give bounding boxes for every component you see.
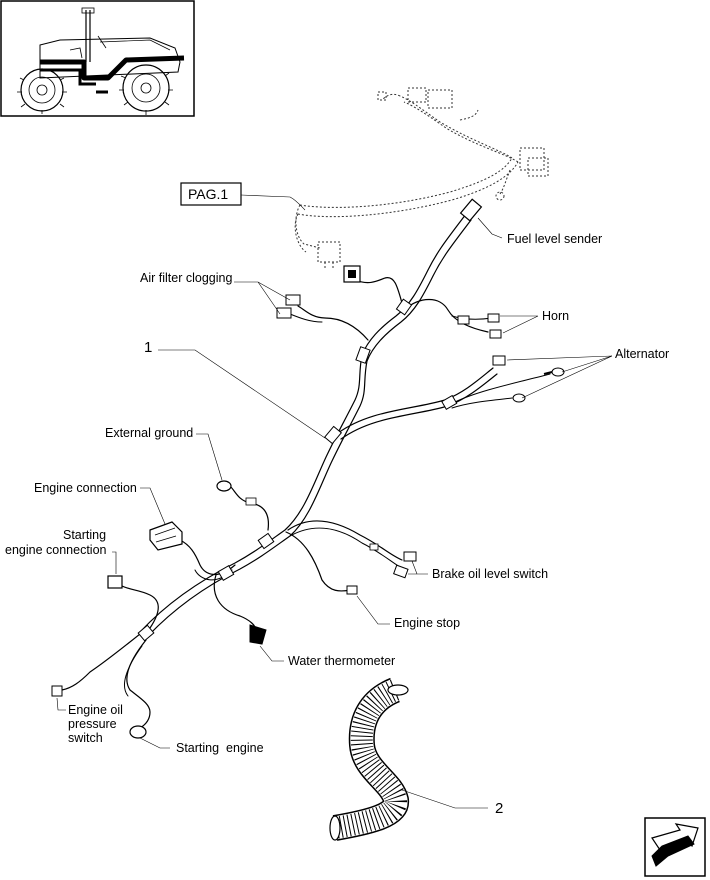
reference-harness-dashed xyxy=(294,87,549,268)
labels: PAG.1 Fuel level sender Air filter clogg… xyxy=(5,182,669,817)
label-air-filter-clogging: Air filter clogging xyxy=(140,271,232,285)
label-starting-engine-connection-1: Starting xyxy=(63,528,106,542)
main-wiring-harness xyxy=(51,198,565,739)
label-starting-engine-connection-2: engine connection xyxy=(5,543,107,557)
label-fuel-level-sender: Fuel level sender xyxy=(507,232,602,246)
label-engine-oil-pressure-switch-2: pressure xyxy=(68,717,117,731)
callout-2: 2 xyxy=(495,800,503,817)
label-engine-oil-pressure-switch-1: Engine oil xyxy=(68,703,123,717)
label-horn: Horn xyxy=(542,309,569,323)
page-ref-box xyxy=(180,182,242,206)
label-alternator: Alternator xyxy=(615,347,669,361)
label-brake-oil-level-switch: Brake oil level switch xyxy=(432,567,548,581)
leader-lines xyxy=(56,194,613,809)
label-engine-connection: Engine connection xyxy=(34,481,137,495)
label-external-ground: External ground xyxy=(105,426,193,440)
corrugated-sleeve xyxy=(329,677,409,841)
next-page-arrow-icon[interactable] xyxy=(644,817,706,877)
label-engine-stop: Engine stop xyxy=(394,616,460,630)
tractor-locator-thumbnail xyxy=(0,0,195,117)
callout-1: 1 xyxy=(144,339,152,356)
label-engine-oil-pressure-switch-3: switch xyxy=(68,731,103,745)
label-water-thermometer: Water thermometer xyxy=(288,654,395,668)
label-starting-engine: Starting engine xyxy=(176,741,264,755)
page-ref: PAG.1 xyxy=(188,186,228,202)
